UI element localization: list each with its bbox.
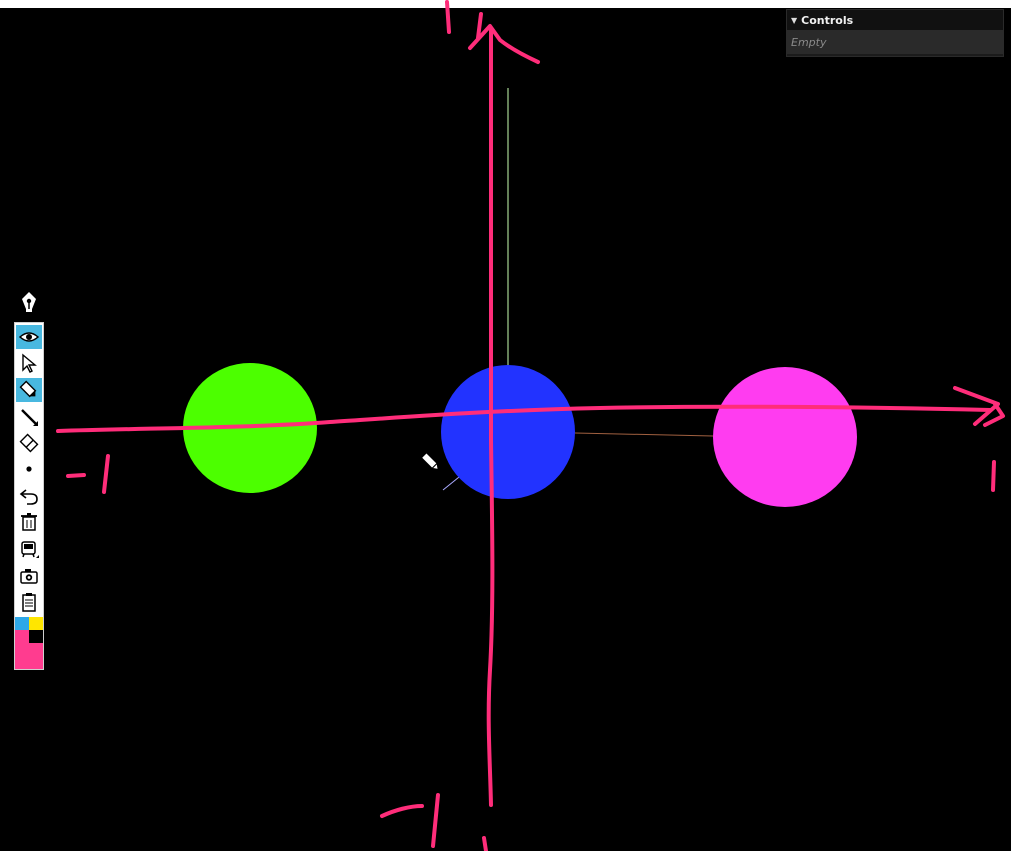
pen-nib-icon[interactable] — [17, 290, 41, 314]
left-label-one — [102, 454, 110, 494]
line-tool-button[interactable] — [16, 405, 42, 429]
controls-header[interactable]: ▼ Controls — [787, 10, 1003, 30]
undo-icon — [19, 489, 38, 505]
undo-button[interactable] — [16, 484, 42, 508]
camera-icon — [20, 569, 38, 584]
top-edge-bar — [0, 0, 1011, 8]
pen-tool-button[interactable] — [16, 378, 42, 402]
color-swatch-black[interactable] — [29, 630, 43, 643]
select-tool-button[interactable] — [16, 351, 42, 375]
line-icon — [21, 409, 38, 426]
screenshot-button[interactable] — [16, 564, 42, 588]
controls-title: Controls — [801, 13, 854, 27]
color-swatch-cyan[interactable] — [15, 617, 29, 630]
clipboard-icon — [22, 593, 36, 612]
board-mode-button[interactable] — [16, 537, 42, 561]
dot-size-button[interactable] — [16, 457, 42, 481]
top-mark-1 — [445, 0, 451, 34]
top-mark-2 — [476, 12, 483, 40]
controls-empty-text: Empty — [791, 35, 827, 49]
ink-strokes — [56, 0, 1005, 851]
eye-icon — [19, 332, 39, 342]
x-axis-stroke — [56, 404, 992, 433]
circle-magenta[interactable] — [713, 367, 857, 507]
bottom-label-one — [431, 793, 440, 848]
chevron-down-icon: ▼ — [791, 15, 798, 25]
left-label-minus — [66, 473, 86, 478]
controls-empty-body: Empty — [787, 30, 1003, 54]
eraser-tool-button[interactable] — [16, 431, 42, 455]
clipboard-button[interactable] — [16, 590, 42, 614]
y-axis-arrowhead — [468, 24, 540, 64]
y-axis-stroke — [486, 28, 495, 807]
circle-blue[interactable] — [441, 365, 575, 499]
circle-green[interactable] — [183, 363, 317, 493]
bottom-label-minus — [380, 804, 424, 818]
current-color-indicator — [29, 643, 43, 669]
trash-icon — [21, 513, 37, 531]
controls-panel: ▼ Controls Empty — [786, 9, 1004, 57]
dot-size-icon — [26, 466, 32, 472]
color-swatch-pink[interactable] — [15, 630, 29, 669]
eraser-icon — [19, 433, 39, 453]
pencil-cursor-icon — [420, 452, 439, 471]
color-swatch-yellow[interactable] — [29, 617, 43, 630]
select-arrow-icon — [22, 353, 37, 373]
guide-line-horizontal — [574, 432, 714, 437]
drawing-toolbar — [14, 322, 44, 670]
pen-icon — [19, 380, 37, 398]
bottom-tail — [482, 836, 488, 851]
tram-icon — [21, 541, 39, 558]
color-palette — [15, 617, 43, 669]
eye-tool-button[interactable] — [16, 325, 42, 349]
x-axis-arrowhead — [953, 386, 1005, 427]
right-label-one — [991, 460, 996, 492]
clear-button[interactable] — [16, 510, 42, 534]
